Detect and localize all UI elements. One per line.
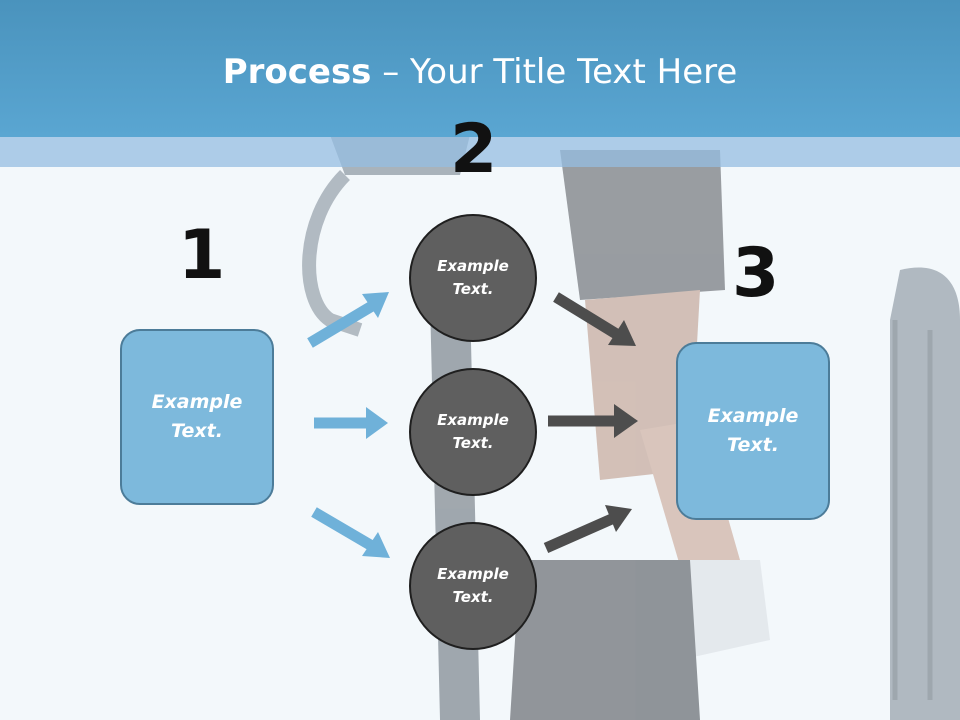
step-2-item-1: Example Text. [437, 257, 509, 298]
step-2-item-2: Example Text. [437, 411, 509, 452]
arrow-middle-to-3 [548, 404, 638, 438]
step-number-2: 2 [450, 110, 498, 189]
arrow-1-to-bottom [311, 507, 390, 558]
step-2-circle-top: Example Text. [409, 214, 537, 342]
page-title: Process – Your Title Text Here [0, 52, 960, 92]
arrow-bottom-to-3 [543, 505, 632, 554]
step-number-3: 3 [732, 234, 780, 313]
step-3-text: Example Text. [707, 405, 799, 456]
step-1-box: Example Text. [120, 329, 274, 505]
step-number-1: 1 [178, 216, 226, 295]
step-2-circle-bottom: Example Text. [409, 522, 537, 650]
arrow-top-to-3 [553, 292, 636, 346]
header-band [0, 137, 960, 167]
step-2-circle-middle: Example Text. [409, 368, 537, 496]
step-3-box: Example Text. [676, 342, 830, 520]
title-rest: – Your Title Text Here [371, 52, 738, 92]
step-1-text: Example Text. [151, 391, 243, 442]
header-bar [0, 0, 960, 137]
title-bold: Process [222, 52, 372, 92]
arrow-1-to-middle [314, 407, 388, 439]
step-2-item-3: Example Text. [437, 565, 509, 606]
arrow-1-to-top [307, 292, 389, 348]
